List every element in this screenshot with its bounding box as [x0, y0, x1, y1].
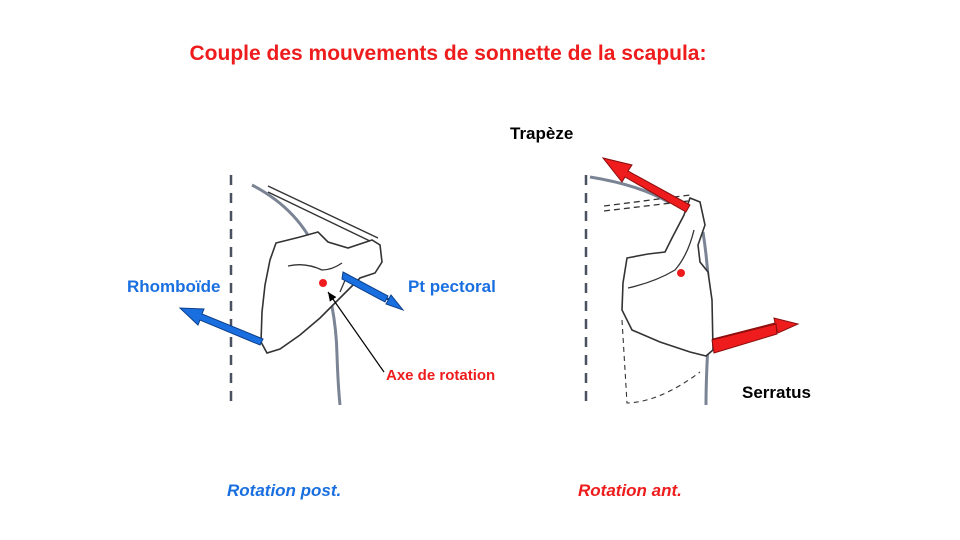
left-rotation-axis-dot — [319, 279, 327, 287]
left-scapula-figure — [178, 175, 405, 408]
left-scapula — [260, 231, 383, 354]
right-caption: Rotation ant. — [578, 481, 682, 500]
right-rotation-axis-dot — [677, 269, 685, 277]
serratus-label: Serratus — [742, 383, 811, 402]
trapeze-arrow — [601, 157, 691, 213]
axis-label: Axe de rotation — [386, 367, 496, 384]
right-scapula-detail — [627, 229, 695, 289]
trapeze-label: Trapèze — [510, 124, 574, 143]
pectoral-arrow-body — [341, 271, 389, 303]
pectoral-label: Pt pectoral — [408, 277, 496, 296]
slide-title: Couple des mouvements de sonnette de la … — [189, 42, 707, 65]
left-clavicle — [267, 185, 379, 243]
right-dashed-contour — [621, 319, 701, 404]
left-caption: Rotation post. — [227, 481, 342, 500]
serratus-arrow-body — [711, 323, 778, 354]
axis-pointer-arrow — [327, 291, 385, 373]
right-scapula-figure — [584, 157, 800, 408]
right-scapula — [621, 196, 714, 357]
rhomboide-arrow — [178, 307, 264, 346]
rhomboide-label: Rhomboïde — [127, 277, 221, 296]
